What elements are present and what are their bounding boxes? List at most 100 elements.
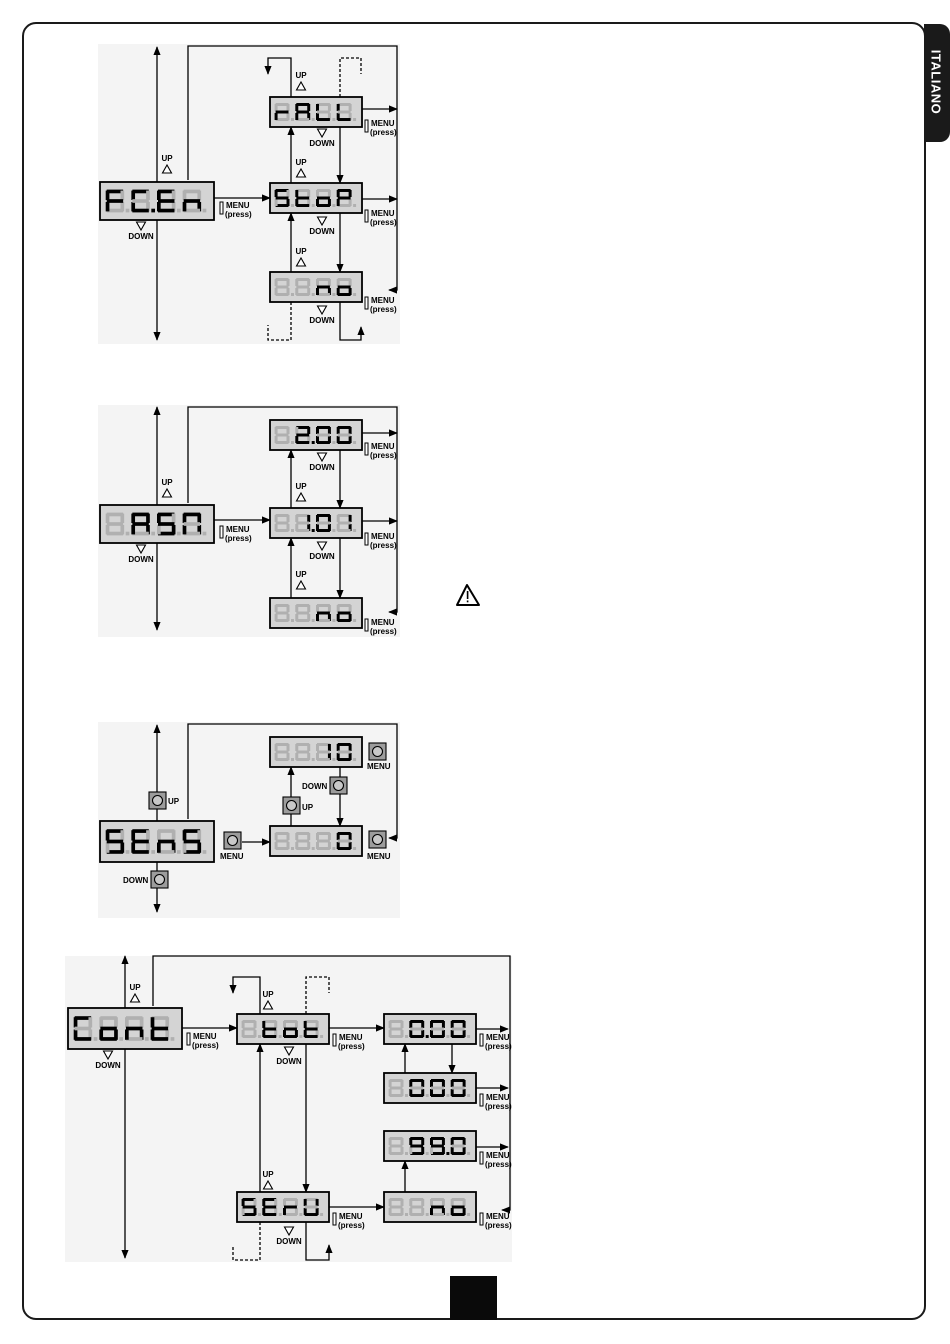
cont-v2-menu-key-icon: [479, 1093, 484, 1107]
language-tab: [924, 24, 950, 142]
cont-value-0000: [383, 1072, 477, 1104]
asm-down-label: DOWN: [128, 555, 154, 564]
cont-v3-menu-key-icon: [479, 1151, 484, 1165]
asm-low-up-icon: [295, 579, 307, 590]
asm-menu-label: MENU: [226, 525, 250, 534]
asm-mid-up-label: UP: [295, 482, 307, 491]
cont-value-no: [383, 1191, 477, 1223]
fcen-wrap-top-right: [339, 57, 362, 97]
sens-up-label: UP: [168, 797, 180, 806]
cont-low-down-label: DOWN: [276, 1237, 302, 1246]
fcen-rall-menu-label: MENU: [371, 119, 395, 128]
sens-menu-button-bottom: [368, 830, 387, 849]
cont-menu-label: MENU: [193, 1032, 217, 1041]
fcen-low-down-label: DOWN: [309, 316, 335, 325]
cont-menu-key-icon: [186, 1032, 191, 1046]
fcen-no-menu-key-icon: [364, 296, 369, 310]
asm-200-press-label: (press): [370, 451, 397, 460]
cont-serv-press-label: (press): [338, 1221, 365, 1230]
sens-down-button: [150, 870, 169, 889]
cont-top-up-icon: [262, 999, 274, 1010]
sens-menu-label-bottom: MENU: [367, 852, 391, 861]
fcen-rall-press-label: (press): [370, 128, 397, 137]
sens-down-step-button: [329, 776, 348, 795]
cont-wrap-bottom-left: [232, 1222, 261, 1261]
sens-up-step-button: [282, 796, 301, 815]
fcen-low-up-icon: [295, 256, 307, 267]
fcen-mid-up-label: UP: [295, 158, 307, 167]
sens-menu-label: MENU: [220, 852, 244, 861]
fcen-press-label: (press): [225, 210, 252, 219]
cont-option-serv: [236, 1191, 330, 1223]
asm-no-press-label: (press): [370, 627, 397, 636]
sens-up-step-label: UP: [302, 803, 314, 812]
fcen-no-press-label: (press): [370, 305, 397, 314]
asm-101-menu-label: MENU: [371, 532, 395, 541]
cont-main-display: [67, 1007, 183, 1050]
cont-top-up-label: UP: [262, 990, 274, 999]
asm-menu-key-icon: [219, 525, 224, 539]
fcen-rall-menu-key-icon: [364, 119, 369, 133]
cont-v1-press-label: (press): [485, 1042, 512, 1051]
fcen-wrap-top-left: [264, 57, 292, 97]
cont-return-line: [152, 955, 511, 1214]
asm-press-label: (press): [225, 534, 252, 543]
fcen-no-menu-label: MENU: [371, 296, 395, 305]
asm-down-icon: [135, 544, 147, 555]
fcen-menu-key-icon: [219, 201, 224, 215]
cont-serv-menu-label: MENU: [339, 1212, 363, 1221]
fcen-down-icon: [135, 221, 147, 232]
cont-low-up-label: UP: [262, 1170, 274, 1179]
fcen-stop-press-label: (press): [370, 218, 397, 227]
cont-tot-menu-label: MENU: [339, 1033, 363, 1042]
sens-down-step-label: DOWN: [302, 782, 328, 791]
cont-top-down-icon: [283, 1046, 295, 1057]
cont-value-000: [383, 1013, 477, 1045]
cont-low-down-icon: [283, 1226, 295, 1237]
cont-low-up-icon: [262, 1179, 274, 1190]
asm-no-menu-key-icon: [364, 618, 369, 632]
sens-return-line: [187, 723, 398, 842]
fcen-stop-menu-key-icon: [364, 209, 369, 223]
page-number-block: [450, 1276, 497, 1320]
cont-wrap-top-right: [305, 976, 330, 1014]
cont-value-990: [383, 1130, 477, 1162]
cont-option-tot: [236, 1013, 330, 1045]
asm-up-label: UP: [161, 478, 173, 487]
cont-serv-menu-key-icon: [332, 1212, 337, 1226]
warning-triangle-icon: [456, 584, 480, 606]
asm-top-down-icon: [316, 452, 328, 463]
asm-200-menu-label: MENU: [371, 442, 395, 451]
fcen-stop-menu-label: MENU: [371, 209, 395, 218]
fcen-option-stop: [269, 182, 363, 214]
cont-up-icon: [129, 992, 141, 1003]
asm-101-menu-key-icon: [364, 532, 369, 546]
asm-top-down-label: DOWN: [309, 463, 335, 472]
asm-mid-down-icon: [316, 541, 328, 552]
cont-v1-menu-key-icon: [479, 1033, 484, 1047]
cont-v1-menu-label: MENU: [486, 1033, 510, 1042]
fcen-top-up-label: UP: [295, 71, 307, 80]
sens-down-label: DOWN: [123, 876, 149, 885]
asm-option-200: [269, 419, 363, 451]
cont-top-down-label: DOWN: [276, 1057, 302, 1066]
sens-value-10: [269, 736, 363, 768]
fcen-mid-down-label: DOWN: [309, 227, 335, 236]
fcen-return-line: [187, 45, 398, 294]
fcen-menu-label: MENU: [226, 201, 250, 210]
fcen-mid-up-icon: [295, 167, 307, 178]
asm-option-101: [269, 507, 363, 539]
asm-mid-down-label: DOWN: [309, 552, 335, 561]
asm-main-display: [99, 504, 215, 544]
asm-option-no: [269, 597, 363, 629]
cont-down-icon: [102, 1050, 114, 1061]
cont-v4-menu-label: MENU: [486, 1212, 510, 1221]
cont-tot-menu-key-icon: [332, 1033, 337, 1047]
asm-return-line: [187, 406, 398, 616]
fcen-down-label: DOWN: [128, 232, 154, 241]
cont-down-label: DOWN: [95, 1061, 121, 1070]
fcen-low-down-icon: [316, 305, 328, 316]
asm-no-menu-label: MENU: [371, 618, 395, 627]
fcen-top-up-icon: [295, 80, 307, 91]
